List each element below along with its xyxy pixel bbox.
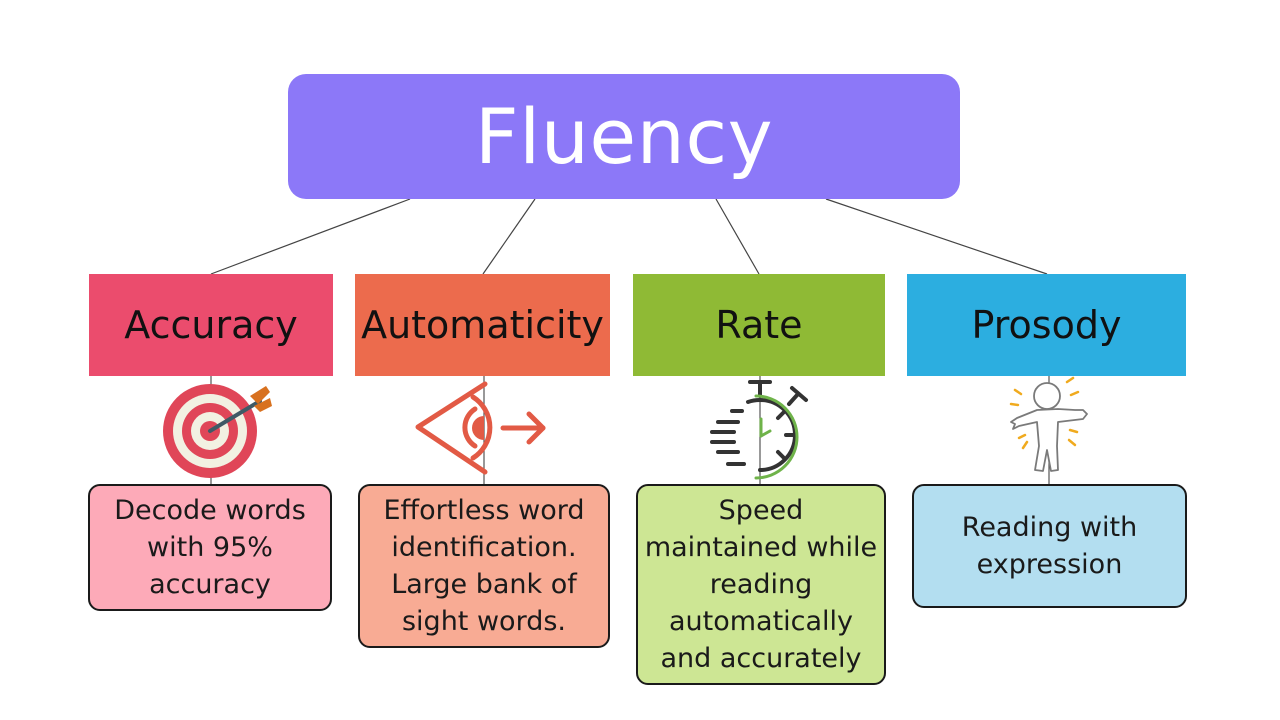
description-automaticity: Effortless word identification. Large ba…: [358, 484, 610, 648]
connector-title-accuracy: [210, 198, 411, 275]
target-with-arrow-icon: [146, 374, 276, 484]
category-label: Rate: [715, 303, 803, 347]
eye-arrow-icon: [405, 374, 555, 484]
description-accuracy: Decode words with 95% accuracy: [88, 484, 332, 611]
expressive-person-icon: [995, 374, 1105, 484]
connector-title-rate: [715, 198, 760, 275]
description-rate: Speed maintained while reading automatic…: [636, 484, 886, 685]
stopwatch-speed-icon: [700, 374, 820, 484]
description-text: Decode words with 95% accuracy: [114, 495, 306, 600]
category-prosody: Prosody: [907, 274, 1186, 376]
description-text: Speed maintained while reading automatic…: [644, 495, 878, 674]
category-accuracy: Accuracy: [89, 274, 333, 376]
category-automaticity: Automaticity: [355, 274, 610, 376]
category-rate: Rate: [633, 274, 885, 376]
description-text: Reading with expression: [961, 512, 1138, 580]
category-label: Accuracy: [124, 303, 298, 347]
description-prosody: Reading with expression: [912, 484, 1187, 608]
fluency-title-text: Fluency: [474, 92, 774, 181]
connector-title-automaticity: [482, 198, 536, 275]
connector-title-prosody: [825, 198, 1048, 275]
fluency-title-box: Fluency: [288, 74, 960, 199]
category-label: Automaticity: [361, 303, 604, 347]
category-label: Prosody: [971, 303, 1122, 347]
description-text: Effortless word identification. Large ba…: [383, 495, 585, 637]
